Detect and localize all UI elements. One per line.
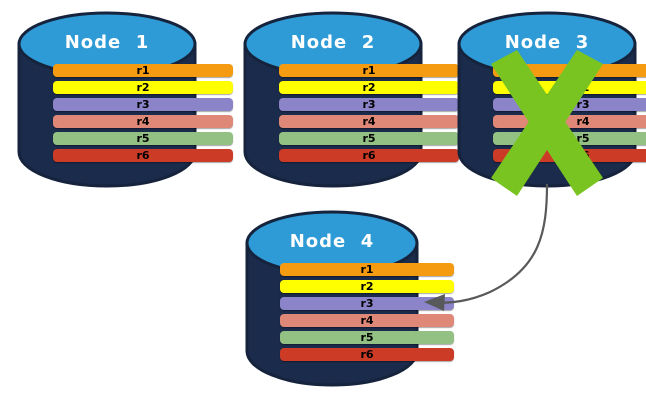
node-3[interactable]: Node 3 r1 r2 r3 r4 r5 r6 xyxy=(457,8,646,196)
row-bar-r5[interactable]: r5 xyxy=(279,132,459,145)
row-bar-r2[interactable]: r2 xyxy=(493,81,646,94)
node-3-rows: r1 r2 r3 r4 r5 r6 xyxy=(457,64,646,162)
row-bar-r3[interactable]: r3 xyxy=(280,297,454,310)
row-bar-r3[interactable]: r3 xyxy=(53,98,233,111)
node-4-rows: r1 r2 r3 r4 r5 r6 xyxy=(245,263,489,361)
row-bar-r2[interactable]: r2 xyxy=(280,280,454,293)
row-bar-r5[interactable]: r5 xyxy=(493,132,646,145)
row-bar-r4[interactable]: r4 xyxy=(53,115,233,128)
row-bar-r1[interactable]: r1 xyxy=(280,263,454,276)
row-bar-r6[interactable]: r6 xyxy=(53,149,233,162)
node-2[interactable]: Node 2 r1 r2 r3 r4 r5 r6 xyxy=(243,8,459,188)
row-bar-r1[interactable]: r1 xyxy=(53,64,233,77)
node-2-rows: r1 r2 r3 r4 r5 r6 xyxy=(243,64,495,162)
row-bar-r4[interactable]: r4 xyxy=(280,314,454,327)
row-bar-r6[interactable]: r6 xyxy=(280,348,454,361)
row-bar-r2[interactable]: r2 xyxy=(279,81,459,94)
row-bar-r4[interactable]: r4 xyxy=(493,115,646,128)
row-bar-r2[interactable]: r2 xyxy=(53,81,233,94)
node-1-rows: r1 r2 r3 r4 r5 r6 xyxy=(17,64,269,162)
node-1[interactable]: Node 1 r1 r2 r3 r4 r5 r6 xyxy=(17,8,233,188)
row-bar-r6[interactable]: r6 xyxy=(279,149,459,162)
row-bar-r1[interactable]: r1 xyxy=(279,64,459,77)
row-bar-r5[interactable]: r5 xyxy=(53,132,233,145)
row-bar-r3[interactable]: r3 xyxy=(493,98,646,111)
row-bar-r6[interactable]: r6 xyxy=(493,149,646,162)
row-bar-r3[interactable]: r3 xyxy=(279,98,459,111)
node-4[interactable]: Node 4 r1 r2 r3 r4 r5 r6 xyxy=(245,207,454,387)
row-bar-r5[interactable]: r5 xyxy=(280,331,454,344)
row-bar-r1[interactable]: r1 xyxy=(493,64,646,77)
row-bar-r4[interactable]: r4 xyxy=(279,115,459,128)
